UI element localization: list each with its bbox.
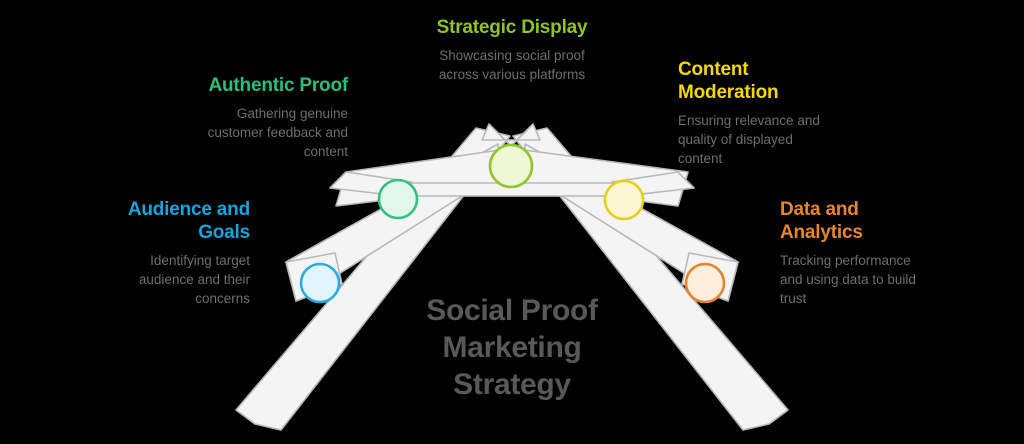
node-desc-data-and-analytics: Tracking performance and using data to b… (780, 253, 916, 306)
marker-audience-and-goals[interactable] (299, 262, 341, 304)
node-title-authentic-proof: Authentic Proof (208, 75, 349, 96)
node-desc-authentic-proof: Gathering genuine customer feedback and … (207, 106, 348, 159)
marker-content-moderation[interactable] (603, 179, 645, 221)
stage-markers (299, 143, 726, 304)
ribbon-bands (235, 123, 789, 431)
node-block-data-and-analytics: Data and Analytics Tracking performance … (780, 198, 960, 308)
ribbon-apex (481, 123, 541, 147)
marker-data-and-analytics[interactable] (684, 262, 726, 304)
node-title-data-and-analytics: Data and Analytics (780, 199, 863, 243)
node-block-audience-and-goals: Audience and Goals Identifying target au… (80, 198, 250, 308)
center-title: Social Proof Marketing Strategy (426, 294, 598, 401)
marker-authentic-proof[interactable] (377, 178, 419, 220)
node-desc-content-moderation: Ensuring relevance and quality of displa… (678, 113, 820, 166)
node-title-strategic-display: Strategic Display (436, 17, 588, 38)
marker-strategic-display[interactable] (488, 143, 534, 189)
node-desc-audience-and-goals: Identifying target audience and their co… (138, 253, 250, 306)
node-block-authentic-proof: Authentic Proof Gathering genuine custom… (158, 74, 349, 161)
node-block-content-moderation: Content Moderation Ensuring relevance an… (678, 58, 868, 168)
node-title-content-moderation: Content Moderation (678, 59, 779, 103)
node-block-strategic-display: Strategic Display Showcasing social proo… (398, 16, 626, 84)
node-title-audience-and-goals: Audience and Goals (127, 199, 250, 243)
node-desc-strategic-display: Showcasing social proof across various p… (438, 48, 586, 82)
